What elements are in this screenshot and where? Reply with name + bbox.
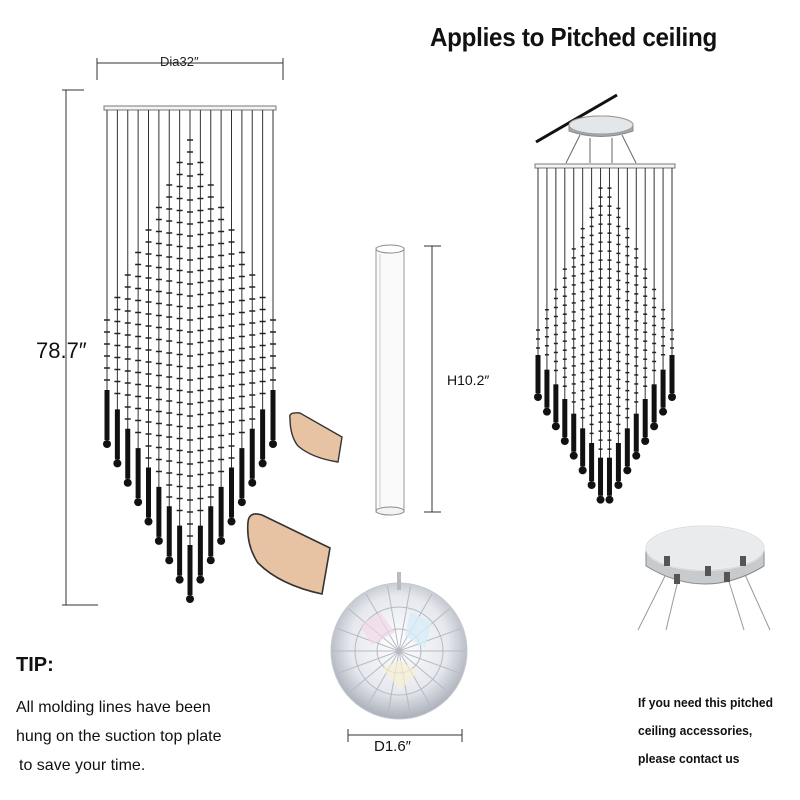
crystal-ball-icon [330,572,468,720]
chandelier-diagram [103,105,277,603]
rod-height-label: H10.2″ [447,372,490,388]
diameter-label: Dia32″ [160,54,199,69]
contact-line: please contact us [638,751,740,766]
page-title: Applies to Pitched ceiling [430,22,717,52]
small-canopy-icon [565,115,637,164]
ball-diameter-dimension-line [347,729,463,742]
finger-icon [246,513,331,595]
ceiling-canopy-icon [637,525,771,631]
contact-line: ceiling accessories, [638,723,753,738]
pitched-chandelier-diagram [534,163,676,504]
finger-icon [289,412,343,463]
glass-rod-icon [375,244,405,516]
tip-text: All molding lines have been hung on the … [16,693,296,780]
tip-line: hung on the suction top plate [16,728,222,745]
contact-note: If you need this pitched ceiling accesso… [638,689,787,773]
contact-line: If you need this pitched [638,695,774,710]
ball-diameter-label: D1.6″ [374,738,411,755]
tip-line: to save your time. [19,757,146,774]
pitched-ceiling-line [535,93,618,144]
tip-heading: TIP: [16,654,54,676]
rod-height-dimension-line [424,245,441,513]
height-dimension-line [62,89,98,606]
diameter-dimension-line [96,58,284,80]
height-label: 78.7″ [36,338,87,363]
tip-line: All molding lines have been [16,699,211,716]
